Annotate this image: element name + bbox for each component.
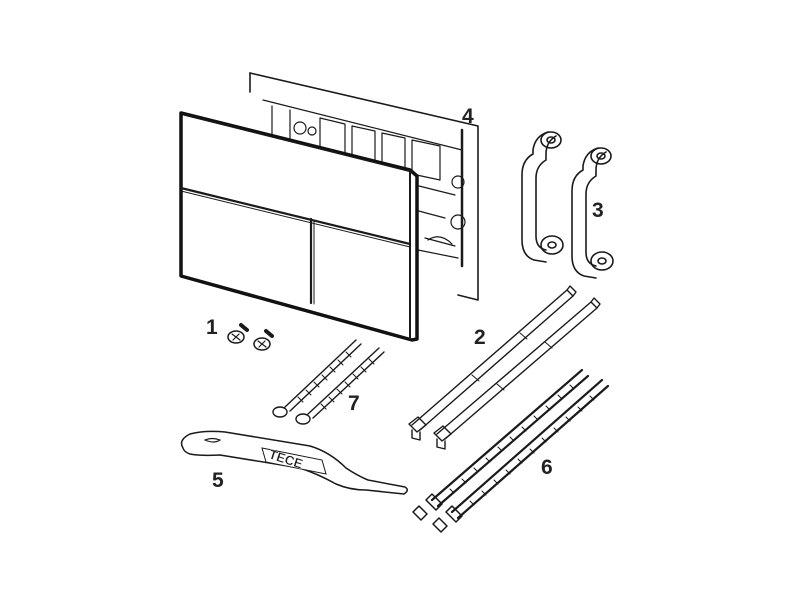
threaded-rod-b xyxy=(432,378,610,533)
long-screw-a xyxy=(272,339,362,418)
label-part-5: 5 xyxy=(212,469,224,492)
handle-right xyxy=(571,147,614,279)
label-part-7: 7 xyxy=(348,392,360,415)
mounting-frame xyxy=(249,72,479,301)
handle-left xyxy=(521,131,564,263)
screw-left xyxy=(227,323,249,344)
label-part-1: 1 xyxy=(206,316,218,339)
label-part-3: 3 xyxy=(592,199,604,222)
screw-right xyxy=(253,329,274,351)
label-part-2: 2 xyxy=(474,326,486,349)
threaded-rod-a xyxy=(412,368,590,521)
long-screw-b xyxy=(295,347,385,425)
label-part-6: 6 xyxy=(541,456,553,479)
label-part-4: 4 xyxy=(462,105,474,128)
flush-plate xyxy=(179,111,419,342)
rod-a xyxy=(408,285,577,441)
rod-b xyxy=(433,297,601,450)
